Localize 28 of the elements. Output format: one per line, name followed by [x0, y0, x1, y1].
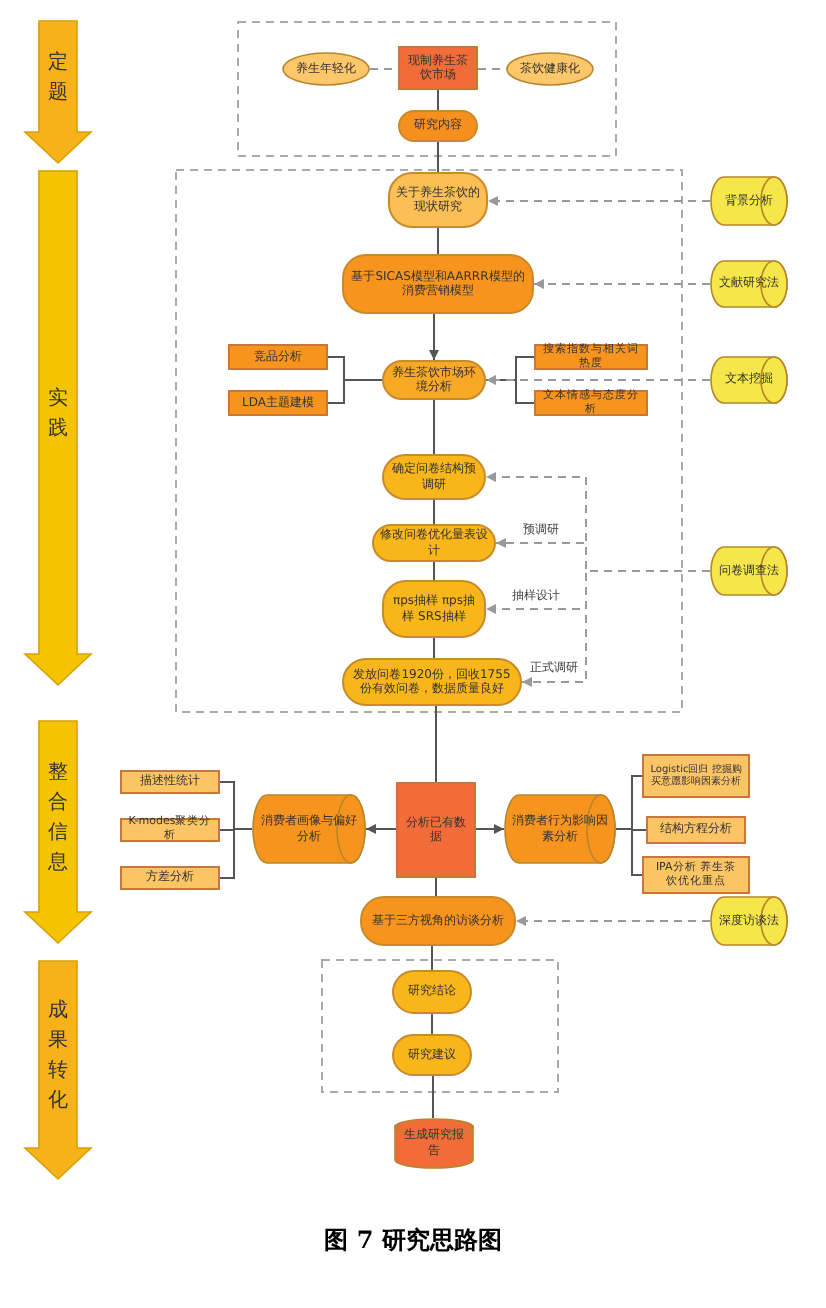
- arrow: [521, 570, 711, 687]
- stage-band: 定题: [24, 20, 92, 164]
- connector-line: [437, 141, 439, 173]
- stage-band: 成果转化: [24, 960, 92, 1180]
- connector-line: [437, 89, 439, 111]
- connector-line: [435, 877, 437, 897]
- connector-line: [435, 705, 437, 783]
- stage-band: 整合信息: [24, 720, 92, 944]
- connector-line: [431, 945, 433, 971]
- arrow: [487, 196, 711, 206]
- connector-line: [437, 227, 439, 255]
- arrow: [475, 824, 505, 834]
- arrow: [429, 313, 439, 361]
- connector-line: [433, 561, 435, 581]
- connector-line: [431, 1013, 433, 1035]
- figure-caption: 图 7 研究思路图: [322, 1224, 504, 1258]
- connector-line: [219, 828, 253, 879]
- connector-line: [433, 637, 435, 659]
- connector-line: [615, 828, 643, 876]
- connector-line: [433, 399, 435, 455]
- connector-line: [433, 499, 435, 525]
- connector-line: [327, 379, 383, 404]
- arrow: [533, 279, 711, 289]
- arrow: [485, 375, 711, 385]
- connector-line: [432, 1075, 434, 1119]
- arrow: [515, 916, 711, 926]
- arrow: [365, 824, 397, 834]
- stage-band: 实践: [24, 170, 92, 686]
